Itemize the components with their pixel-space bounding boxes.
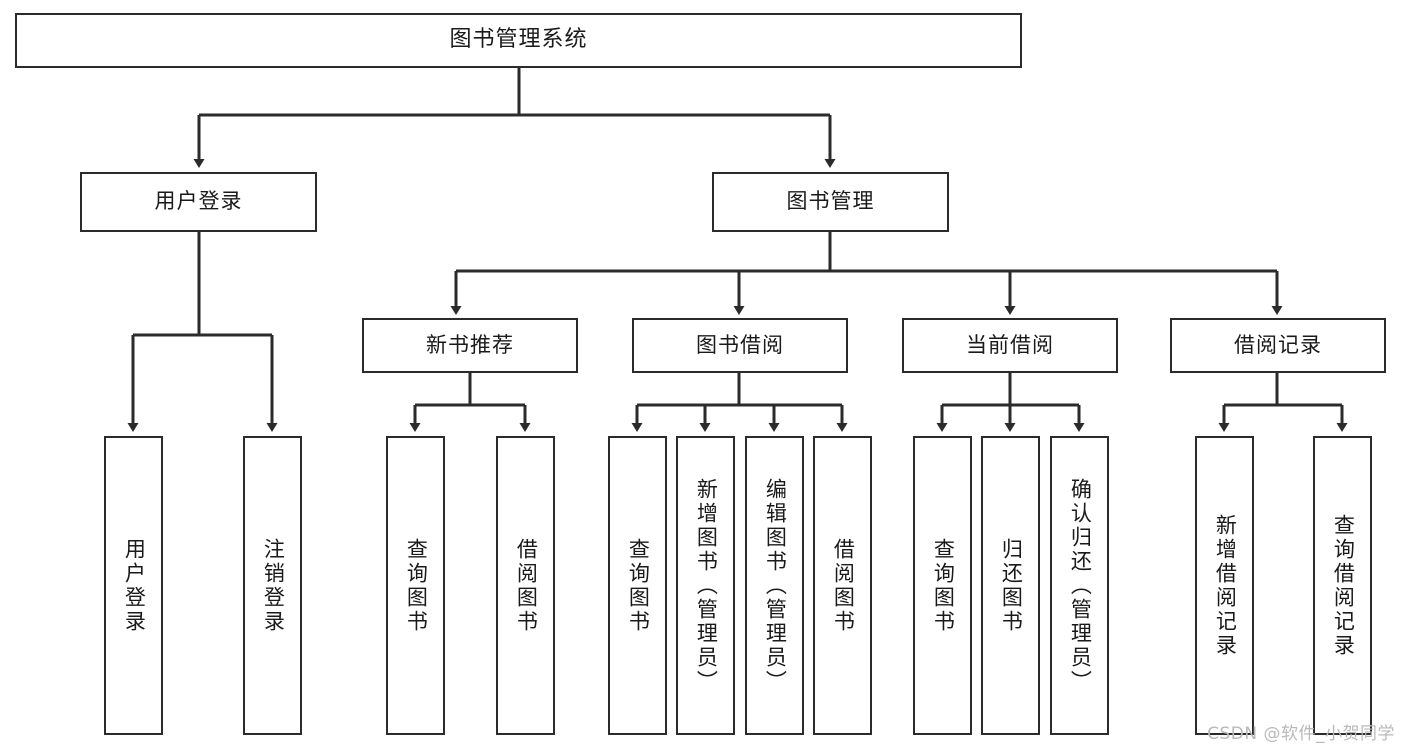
leaf-current-query-book[interactable]: 查询图书 [913,436,972,735]
leaf-current-confirm-return-admin[interactable]: 确认归还（管理员） [1050,436,1109,735]
node-label: 注销登录 [261,537,286,634]
node-new-book-recommend[interactable]: 新书推荐 [362,318,578,373]
leaf-record-add[interactable]: 新增借阅记录 [1195,436,1254,735]
leaf-new-book-borrow[interactable]: 借阅图书 [496,436,555,735]
node-book-borrow[interactable]: 图书借阅 [632,318,848,373]
node-borrow-record[interactable]: 借阅记录 [1170,318,1386,373]
leaf-record-query[interactable]: 查询借阅记录 [1313,436,1372,735]
node-label: 图书管理系统 [449,27,588,53]
node-label: 新增借阅记录 [1213,513,1238,658]
leaf-borrow-query-book[interactable]: 查询图书 [608,436,667,735]
leaf-borrow-borrow-book[interactable]: 借阅图书 [813,436,872,735]
node-root-system[interactable]: 图书管理系统 [15,13,1022,68]
csdn-watermark: CSDN @软件_小贺同学 [1207,724,1395,744]
node-label: 查询图书 [626,537,651,634]
leaf-current-return-book[interactable]: 归还图书 [981,436,1040,735]
node-label: 借阅图书 [514,537,539,634]
node-label: 新增图书（管理员） [694,477,719,694]
node-label: 查询图书 [404,537,429,634]
node-label: 编辑图书（管理员） [763,477,788,694]
leaf-borrow-add-book-admin[interactable]: 新增图书（管理员） [676,436,735,735]
node-label: 用户登录 [122,537,147,634]
node-label: 用户登录 [154,189,243,214]
node-label: 查询图书 [931,537,956,634]
leaf-user-login-login[interactable]: 用户登录 [104,436,163,735]
node-book-management[interactable]: 图书管理 [712,172,949,232]
node-label: 当前借阅 [966,332,1054,357]
leaf-user-login-logout[interactable]: 注销登录 [243,436,302,735]
leaf-new-book-query[interactable]: 查询图书 [386,436,445,735]
node-label: 确认归还（管理员） [1068,477,1093,694]
node-label: 新书推荐 [426,332,514,357]
leaf-borrow-edit-book-admin[interactable]: 编辑图书（管理员） [745,436,804,735]
node-label: 借阅记录 [1234,332,1322,357]
node-label: 归还图书 [999,537,1024,634]
node-label: 借阅图书 [831,537,856,634]
node-label: 图书管理 [786,189,875,214]
node-label: 查询借阅记录 [1331,513,1356,658]
node-label: 图书借阅 [696,332,784,357]
node-current-borrow[interactable]: 当前借阅 [902,318,1118,373]
node-user-login[interactable]: 用户登录 [80,172,317,232]
